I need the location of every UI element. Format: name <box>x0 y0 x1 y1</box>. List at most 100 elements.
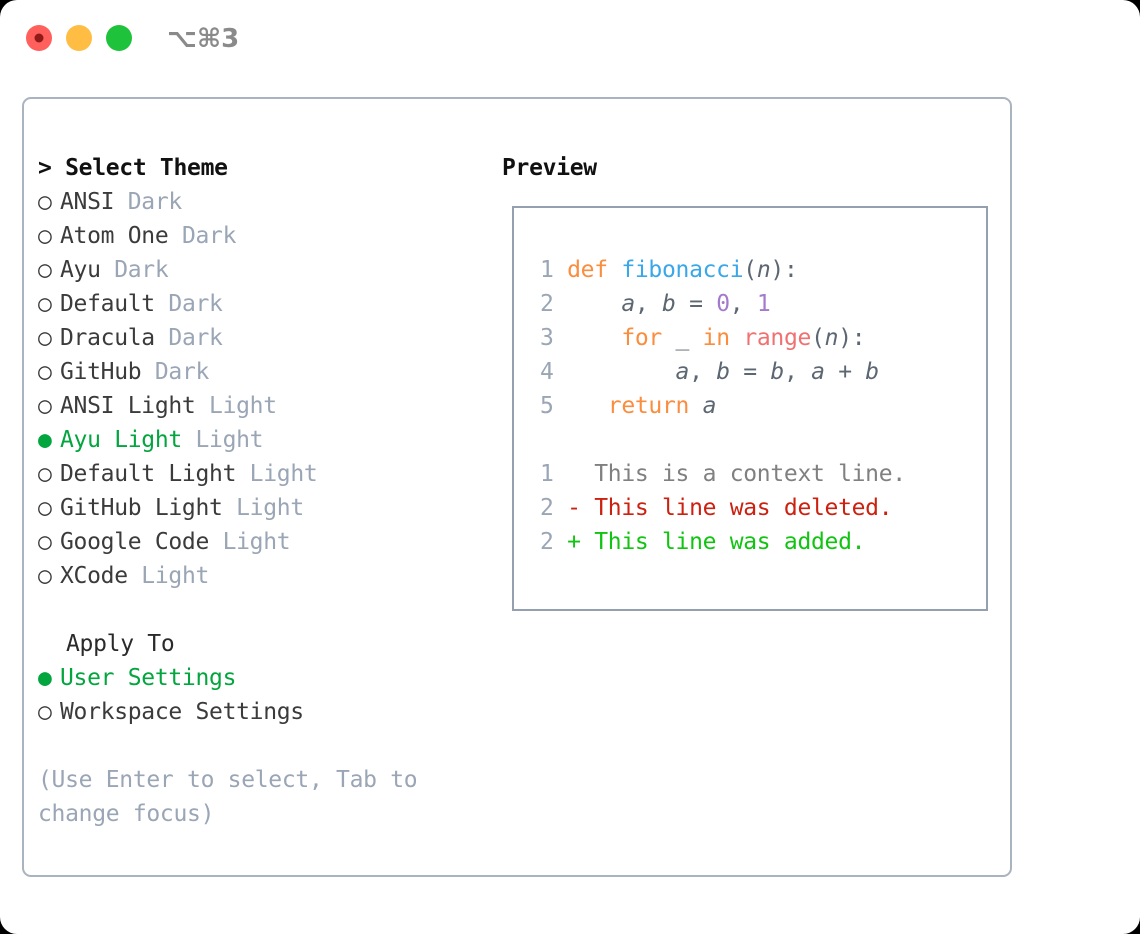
content-panel: > Select Theme ○ANSI Dark○Atom One Dark○… <box>22 97 1012 877</box>
code-line-number: 1 <box>540 257 554 283</box>
close-button-icon[interactable] <box>26 25 52 51</box>
radio-selected-icon: ● <box>38 665 52 691</box>
theme-option-label: ANSI <box>60 189 115 215</box>
diff-text: This is a context line. <box>594 461 906 487</box>
code-token: b <box>662 291 676 317</box>
code-line: 5 return a <box>540 389 906 423</box>
code-token: in <box>702 325 730 351</box>
theme-variant-badge: Dark <box>141 359 210 385</box>
theme-option-xcode[interactable]: ○ XCode Light <box>38 559 488 593</box>
code-token: _ <box>661 325 703 351</box>
theme-option-label: Default <box>60 291 155 317</box>
code-token: b <box>716 359 730 385</box>
code-token: def <box>567 257 622 283</box>
code-token: a <box>811 359 825 385</box>
theme-variant-badge: Light <box>127 563 210 589</box>
select-theme-header: > Select Theme <box>38 155 228 181</box>
theme-option-ayu-light[interactable]: ● Ayu Light Light <box>38 423 488 457</box>
code-token: , <box>729 291 757 317</box>
theme-option-atom-one[interactable]: ○Atom One Dark <box>38 219 488 253</box>
theme-variant-badge: Dark <box>100 257 169 283</box>
theme-variant-badge: Light <box>195 393 277 419</box>
code-token: 1 <box>756 291 771 317</box>
theme-option-label: Google Code <box>60 529 210 555</box>
apply-to-list: ●User Settings ○ Workspace Settings <box>38 661 488 729</box>
code-token: b <box>865 359 879 385</box>
theme-option-default-light[interactable]: ○Default Light Light <box>38 457 488 491</box>
theme-option-ansi-light[interactable]: ○ ANSI Light Light <box>38 389 488 423</box>
theme-option-github[interactable]: ○ GitHub Dark <box>38 355 488 389</box>
code-token: 0 <box>716 291 730 317</box>
code-token: , <box>689 359 717 385</box>
diff-line-number: 1 <box>540 461 554 487</box>
diff-line-number: 2 <box>540 529 554 555</box>
code-token: for <box>621 325 662 351</box>
keyboard-hint-text: (Use Enter to select, Tab to change focu… <box>38 767 418 827</box>
keyboard-shortcut-label: ⌥⌘3 <box>167 24 240 54</box>
radio-unselected-icon: ○ <box>38 699 52 725</box>
theme-option-label: ANSI Light <box>60 393 196 419</box>
title-bar: ⌥⌘3 <box>0 0 1140 78</box>
code-token: range <box>743 325 812 351</box>
theme-option-ayu[interactable]: ○Ayu Dark <box>38 253 488 287</box>
theme-option-label: Ayu Light <box>60 427 182 453</box>
code-line-number: 5 <box>540 393 554 419</box>
code-token: a <box>702 393 717 419</box>
radio-unselected-icon: ○ <box>38 189 52 215</box>
diff-text: This line was deleted. <box>594 495 893 521</box>
radio-unselected-icon: ○ <box>38 325 52 351</box>
code-token: + <box>824 359 866 385</box>
code-token: b <box>770 359 784 385</box>
radio-unselected-icon: ○ <box>38 563 52 589</box>
preview-column: Preview <box>502 151 1002 185</box>
theme-variant-badge: Light <box>181 427 264 453</box>
diff-marker: + <box>567 529 595 555</box>
code-token <box>567 325 621 351</box>
radio-unselected-icon: ○ <box>38 529 52 555</box>
radio-unselected-icon: ○ <box>38 359 52 385</box>
theme-option-ansi[interactable]: ○ANSI Dark <box>38 185 488 219</box>
maximize-button-icon[interactable] <box>106 25 132 51</box>
code-token: return <box>607 393 690 419</box>
code-token <box>567 291 621 317</box>
theme-option-dracula[interactable]: ○Dracula Dark <box>38 321 488 355</box>
code-token: n <box>824 325 839 351</box>
traffic-light-group <box>26 25 132 51</box>
radio-unselected-icon: ○ <box>38 393 52 419</box>
code-token: , <box>783 359 812 385</box>
radio-unselected-icon: ○ <box>38 223 52 249</box>
apply-to-option-workspace-settings[interactable]: ○ Workspace Settings <box>38 695 488 729</box>
theme-option-github-light[interactable]: ○GitHub Light Light <box>38 491 488 525</box>
code-line-number: 2 <box>540 291 554 317</box>
code-token: = <box>729 359 771 385</box>
theme-option-label: Dracula <box>60 325 155 351</box>
diff-marker: - <box>567 495 595 521</box>
code-token: ( <box>743 257 757 283</box>
theme-option-label: Atom One <box>60 223 169 249</box>
diff-line-number: 2 <box>540 495 554 521</box>
code-token: fibonacci <box>621 257 744 283</box>
theme-variant-badge: Light <box>222 495 304 521</box>
theme-selector-column: > Select Theme ○ANSI Dark○Atom One Dark○… <box>38 151 488 831</box>
apply-to-option-label: Workspace Settings <box>60 699 304 725</box>
code-token: a <box>675 359 690 385</box>
code-token: ): <box>838 325 866 351</box>
code-token <box>567 359 675 385</box>
radio-selected-icon: ● <box>38 427 52 453</box>
code-token: a <box>621 291 635 317</box>
theme-option-google-code[interactable]: ○Google Code Light <box>38 525 488 559</box>
code-line-number: 4 <box>540 359 554 385</box>
minimize-button-icon[interactable] <box>66 25 92 51</box>
theme-option-label: GitHub <box>60 359 142 385</box>
diff-text: This line was added. <box>594 529 866 555</box>
theme-variant-badge: Dark <box>154 291 223 317</box>
code-line: 3 for _ in range(n): <box>540 321 906 355</box>
theme-option-label: XCode <box>60 563 128 589</box>
apply-to-option-user-settings[interactable]: ●User Settings <box>38 661 488 695</box>
code-line: 1 def fibonacci(n): <box>540 253 906 287</box>
theme-option-default[interactable]: ○Default Dark <box>38 287 488 321</box>
diff-line-add: 2 + This line was added. <box>540 525 906 559</box>
list-gap-spacer <box>38 593 488 627</box>
radio-unselected-icon: ○ <box>38 495 52 521</box>
